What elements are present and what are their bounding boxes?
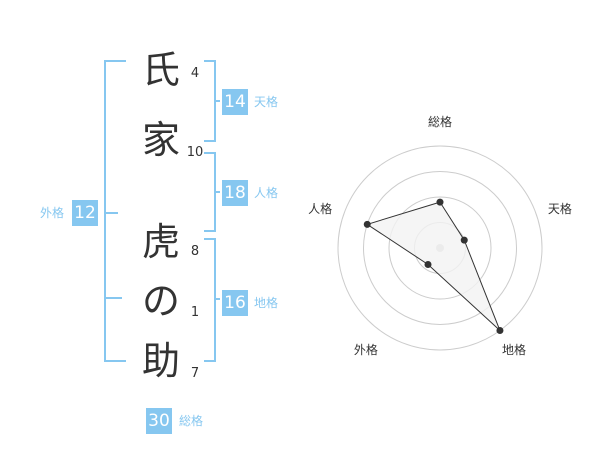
chikaku-bracket-tick <box>214 298 220 300</box>
radar-point-4 <box>424 261 432 269</box>
radar-point-3 <box>496 327 504 335</box>
chikaku-bracket <box>204 238 216 362</box>
stroke-count-2: 10 <box>186 145 204 160</box>
radar-point-5 <box>363 220 371 228</box>
gaikaku-bracket <box>104 60 126 362</box>
radar-ring-4 <box>337 145 543 351</box>
stroke-count-1: 4 <box>190 66 200 81</box>
radar-axis-label-4: 外格 <box>354 342 378 357</box>
gaikaku-bracket-tick-lower <box>104 297 122 299</box>
tenkaku-label: 天格 <box>254 95 279 109</box>
name-char-2: 家 <box>141 118 180 162</box>
soukaku-label: 総格 <box>179 414 204 428</box>
radar-polygon <box>366 201 501 331</box>
radar-axis-label-1: 総格 <box>428 114 452 129</box>
soukaku-value: 30 <box>146 408 172 434</box>
chikaku-value: 16 <box>222 290 248 316</box>
gaikaku-label: 外格 <box>40 206 65 220</box>
tenkaku-bracket-tick <box>214 100 220 102</box>
radar-ring-2 <box>388 196 492 300</box>
stroke-count-3: 8 <box>190 244 200 259</box>
stroke-count-5: 7 <box>190 366 200 381</box>
name-char-4: の <box>141 279 180 323</box>
name-char-5: 助 <box>141 339 180 383</box>
radar-axis-label-2: 天格 <box>548 201 572 216</box>
radar-ring-3 <box>363 171 517 325</box>
chikaku-label: 地格 <box>254 296 279 310</box>
radar-point-1 <box>436 198 444 206</box>
stroke-count-4: 1 <box>190 305 200 320</box>
tenkaku-value: 14 <box>222 89 248 115</box>
jinkaku-bracket-tick <box>214 191 220 193</box>
name-char-3: 虎 <box>141 220 180 264</box>
radar-point-2 <box>460 236 468 244</box>
gaikaku-value: 12 <box>72 200 98 226</box>
jinkaku-label: 人格 <box>254 186 279 200</box>
name-char-1: 氏 <box>141 48 180 92</box>
radar-axis-label-5: 人格 <box>308 201 332 216</box>
jinkaku-value: 18 <box>222 180 248 206</box>
gaikaku-bracket-tick <box>104 212 118 214</box>
radar-axis-label-3: 地格 <box>502 342 526 357</box>
